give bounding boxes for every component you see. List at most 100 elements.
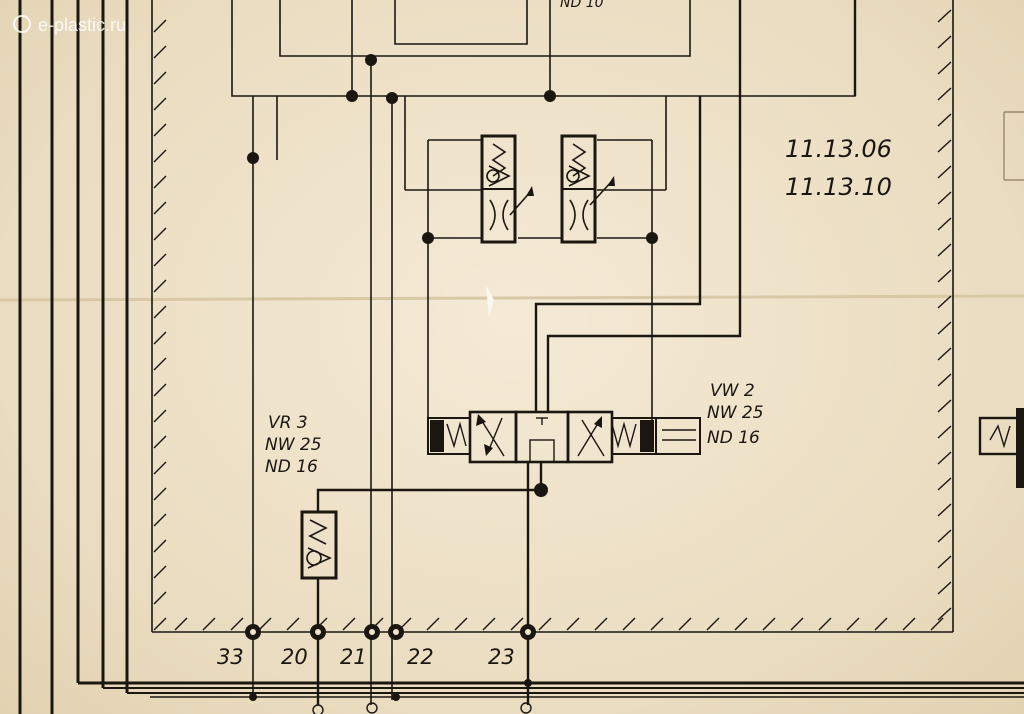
hatch-mark [153,45,167,59]
vr3-nw: NW 25 [265,435,322,455]
hatch-mark [426,617,440,631]
hatch-mark [342,617,356,631]
hatch-mark [937,269,952,283]
hatch-mark [937,9,952,23]
hatch-mark [622,617,636,631]
hatch-mark [937,113,952,127]
hatch-mark [734,617,748,631]
hatch-mark [538,617,552,631]
hatch-mark [937,373,952,387]
hatch-mark [153,149,167,163]
hatch-mark [153,279,167,293]
hatch-mark [937,581,952,595]
hatch-mark [153,201,167,215]
supply-lines [534,0,857,412]
throttle-check-valve-left [480,134,534,244]
hatch-mark [937,139,952,153]
port-label-33: 33 [217,645,244,669]
hatch-mark [706,617,720,631]
pressure-lines [316,462,543,705]
hatch-mark [153,383,167,397]
hatch-mark [153,123,167,137]
hatch-mark [937,555,952,569]
bottom-bus-lines [78,681,1024,698]
hatch-mark [594,617,608,631]
directional-valve-vw2 [427,410,701,464]
hatch-mark [153,409,167,423]
hatch-mark [153,591,167,605]
check-valve-vr3 [300,510,338,580]
hatch-mark [937,87,952,101]
hatch-mark [937,295,952,309]
hatch-mark [510,617,524,631]
hatch-mark [937,61,952,75]
hatch-mark [153,175,167,189]
hatch-mark [174,617,188,631]
paper-tear [486,285,494,318]
hatch-mark [818,617,832,631]
hatch-mark [937,425,952,439]
hatch-mark [153,71,167,85]
hatch-mark [874,617,888,631]
right-partial-valve [978,111,1024,488]
hatch-mark [566,617,580,631]
hatch-mark [153,227,167,241]
hatch-mark [258,617,272,631]
hatch-mark [937,35,952,49]
hatch-mark [153,435,167,449]
hatch-mark [153,513,167,527]
hatch-mark [937,243,952,257]
hatch-mark [678,617,692,631]
watermark-text: e-plastic.ru [38,15,126,35]
vw2-name: VW 2 [710,381,755,401]
drawing-number-2: 11.13.10 [785,173,892,201]
left-bus-lines [18,0,129,714]
hatch-mark [937,529,952,543]
hatch-mark [902,617,916,631]
hatch-mark [650,617,664,631]
enclosure-boundary [151,0,954,633]
hatch-mark [153,305,167,319]
hatch-mark [937,191,952,205]
hatch-mark [482,617,496,631]
hatch-mark [937,217,952,231]
hatch-mark [937,399,952,413]
hatch-mark [153,487,167,501]
hatch-mark [230,617,244,631]
hatch-mark [937,451,952,465]
port-label-21: 21 [340,645,367,669]
port-label-23: 23 [488,645,515,669]
port-label-20: 20 [281,645,308,669]
vr3-nd: ND 16 [265,457,318,477]
hatch-mark [153,565,167,579]
hatch-mark [153,357,167,371]
hatch-mark [937,165,952,179]
hatch-mark [790,617,804,631]
junction-dots [247,54,658,497]
hatch-mark [153,97,167,111]
hatch-mark [930,617,944,631]
hatch-mark [153,253,167,267]
hatch-mark [454,617,468,631]
upper-subsystem-box [231,0,856,97]
vw2-nd: ND 16 [707,428,760,448]
paper-fold [0,294,1024,302]
drawing-number-1: 11.13.06 [785,135,892,163]
hatch-mark [153,539,167,553]
watermark-logo-icon [13,15,31,33]
hatch-mark [937,321,952,335]
bottom-port-circles [312,702,532,714]
hatch-mark [937,607,952,621]
top-fragment-label: ND 10 [560,0,604,11]
hatch-mark [937,503,952,517]
port-terminals [245,624,536,701]
hatch-mark [153,19,167,33]
hatch-mark [937,477,952,491]
hatch-mark [286,617,300,631]
hatch-mark [153,461,167,475]
vr3-name: VR 3 [268,413,308,433]
watermark: e-plastic.ru [13,15,126,35]
enclosure-hatching [153,9,952,631]
throttle-check-valve-right [560,134,615,244]
